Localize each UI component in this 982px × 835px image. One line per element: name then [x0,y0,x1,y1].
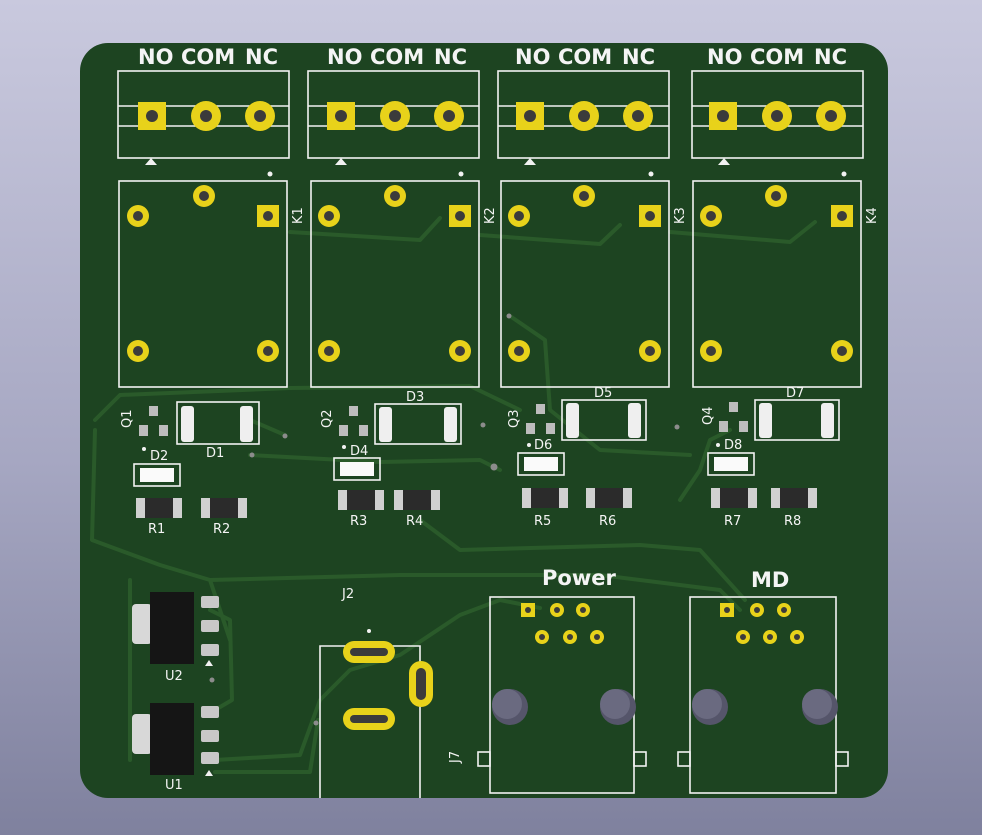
led-label-d2: D2 [150,449,168,464]
led-label-d4: D4 [350,444,368,459]
resistor-label-r5: R5 [534,514,551,529]
dc-jack-j2: J2 [319,587,433,798]
resistor-label-r4: R4 [406,514,423,529]
relay-label-k1: K1 [291,207,306,224]
relay-k3: K3 [500,171,688,388]
header-nc-2: NC [434,45,467,69]
resistor-label-r7: R7 [724,514,741,529]
copper-traces [90,216,817,774]
transistor-label-q3: Q3 [507,409,522,428]
relay-k4: K4 [692,171,880,388]
regulator-label-u1: U1 [165,778,183,793]
header-com-4: COM [750,45,804,69]
diode-label-d5: D5 [594,386,612,401]
driver-section-1: Q1 D1 D2 R1 R2 [120,401,260,537]
resistor-label-r3: R3 [350,514,367,529]
transistor-label-q1: Q1 [120,409,135,428]
header-com-1: COM [181,45,235,69]
rj-connector-power: Power J7 [448,566,647,794]
driver-section-4: Q4 D7 D8 R7 R8 [701,386,840,529]
terminal-block-1 [117,70,290,165]
driver-section-3: Q3 D5 D6 R5 R6 [507,386,647,529]
resistor-label-r8: R8 [784,514,801,529]
resistor-label-r2: R2 [213,522,230,537]
header-no-2: NO [327,45,362,69]
diode-label-d1: D1 [206,446,224,461]
relay-column-headers: NO COM NC NO COM NC NO COM NC NO COM NC [138,45,847,69]
transistor-label-q2: Q2 [320,409,335,428]
relay-label-k2: K2 [483,207,498,224]
header-nc-3: NC [622,45,655,69]
rj-connector-md: MD [677,568,849,794]
resistor-label-r6: R6 [599,514,616,529]
relay-k1: K1 [118,171,306,388]
terminal-block-4 [691,70,864,165]
header-nc-1: NC [245,45,278,69]
header-com-3: COM [558,45,612,69]
led-label-d8: D8 [724,438,742,453]
diode-label-d3: D3 [406,390,424,405]
terminal-block-2 [307,70,480,165]
regulator-u2: U2 [132,592,219,684]
header-no-3: NO [515,45,550,69]
header-no-4: NO [707,45,742,69]
jack-label-j2: J2 [341,587,354,602]
transistor-label-q4: Q4 [701,406,716,425]
relay-label-k4: K4 [865,207,880,224]
regulator-u1: U1 [132,703,219,793]
led-label-d6: D6 [534,438,552,453]
rj-label-j7: J7 [448,751,463,764]
header-no-1: NO [138,45,173,69]
resistor-label-r1: R1 [148,522,165,537]
rj-header-md: MD [751,568,789,592]
driver-section-2: Q2 D3 D4 R3 R4 [320,390,462,529]
terminal-block-3 [497,70,670,165]
relay-k2: K2 [310,171,498,388]
vias [142,313,720,726]
header-com-2: COM [370,45,424,69]
rj-header-power: Power [542,566,616,590]
header-nc-4: NC [814,45,847,69]
relay-label-k3: K3 [673,207,688,224]
regulator-label-u2: U2 [165,669,183,684]
diode-label-d7: D7 [786,386,804,401]
